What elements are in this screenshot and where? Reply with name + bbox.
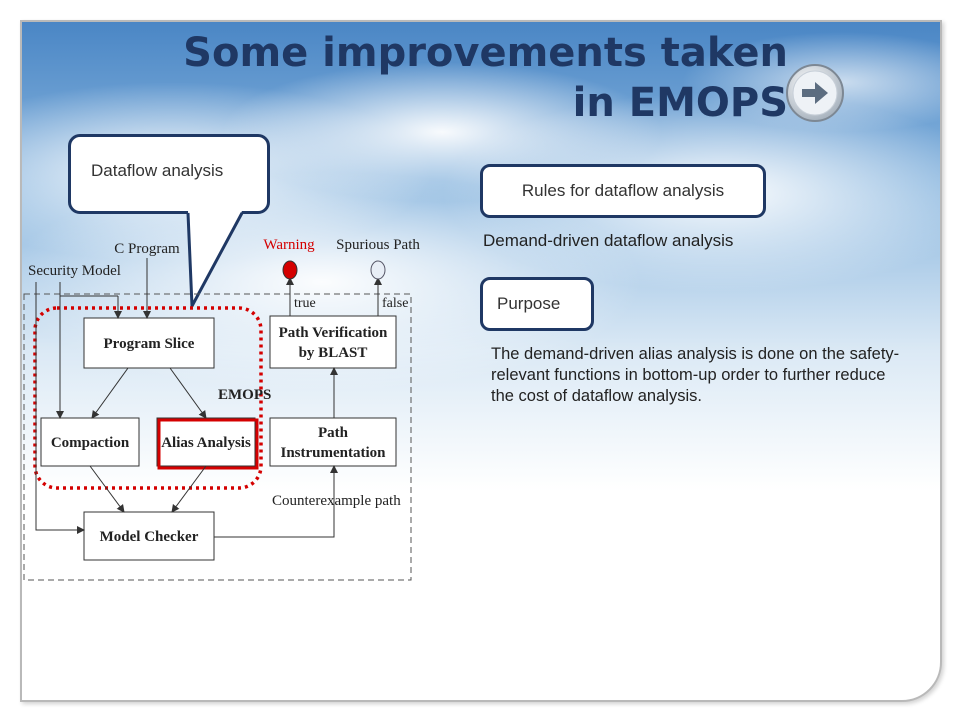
dataflow-callout: Dataflow analysis [68, 134, 270, 214]
emops-label: EMOPS [218, 387, 271, 403]
path-verification-line1: Path Verification [279, 325, 388, 341]
system-boundary [23, 293, 412, 581]
path-instrumentation-line2: Instrumentation [280, 445, 386, 461]
spurious-path-dot-icon [370, 260, 386, 280]
purpose-label: Purpose [497, 294, 561, 313]
program-slice-label: Program Slice [104, 336, 195, 352]
model-checker-box [83, 511, 215, 561]
title-line-1: Some improvements taken [183, 30, 788, 76]
slide-title: Some improvements taken in EMOPS [108, 28, 788, 128]
next-arrow-button[interactable] [784, 62, 846, 124]
alias-analysis-label: Alias Analysis [161, 435, 251, 451]
program-slice-box [83, 317, 215, 369]
false-label: false [382, 296, 408, 311]
security-model-label: Security Model [28, 263, 121, 279]
arrow-right-icon [802, 82, 828, 104]
demand-driven-label: Demand-driven dataflow analysis [483, 231, 734, 250]
title-line-2: in EMOPS [572, 80, 788, 126]
rules-label: Rules for dataflow analysis [521, 181, 725, 200]
compaction-label: Compaction [51, 435, 130, 451]
callout-label: Dataflow analysis [91, 161, 224, 180]
counterexample-path-label: Counterexample path [272, 493, 401, 509]
compaction-box [40, 417, 140, 467]
rules-pill: Rules for dataflow analysis [480, 164, 766, 218]
path-verification-line2: by BLAST [299, 345, 368, 361]
warning-label: Warning [263, 237, 315, 253]
purpose-pill: Purpose [480, 277, 594, 331]
emops-region [33, 306, 263, 490]
purpose-text: The demand-driven alias analysis is done… [491, 345, 900, 405]
spurious-path-label: Spurious Path [336, 237, 420, 253]
path-verification-box [269, 315, 397, 369]
c-program-label: C Program [114, 241, 180, 257]
warning-dot-icon [282, 260, 298, 280]
true-label: true [294, 296, 316, 311]
model-checker-label: Model Checker [100, 529, 199, 545]
alias-analysis-highlight [157, 418, 259, 470]
path-instrumentation-box [269, 417, 397, 467]
path-instrumentation-line1: Path [318, 425, 349, 441]
